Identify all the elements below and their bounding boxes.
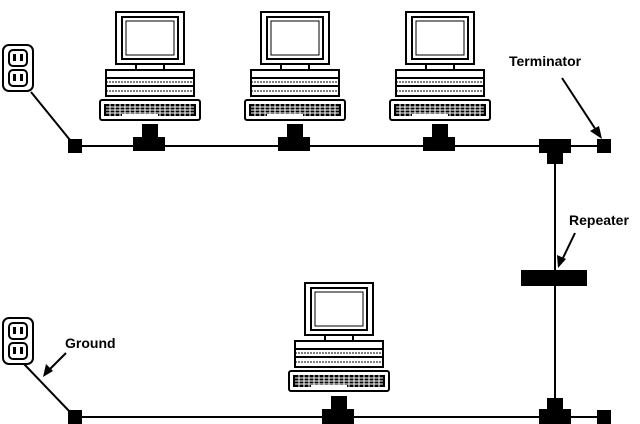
wall-outlet-top [2,44,34,92]
repeater-label: Repeater [569,212,629,228]
terminator-arrowhead [590,126,602,139]
computer-icon-2 [244,11,346,121]
t-connector-icon-3 [423,124,455,151]
t-connector-icon-1 [133,124,165,151]
computer-icon-1 [99,11,201,121]
ground-arrow [49,352,67,370]
repeater-arrowhead [557,255,566,268]
computer-icon-3 [389,11,491,121]
t-connector-icon-junction-bottom [539,398,571,424]
ground-wire-top [30,91,71,141]
terminator-icon-bottom-right [597,410,611,424]
t-connector-icon-junction-top [539,139,571,164]
ground-label: Ground [65,335,116,351]
repeater-icon [521,270,587,286]
terminator-icon-top-left [68,139,82,153]
t-connector-icon-4 [322,396,354,424]
computer-icon-4 [288,282,390,392]
ground-wire-bottom [23,363,71,413]
ground-arrowhead [43,364,53,377]
terminator-icon-bottom-left [68,410,82,424]
wall-outlet-bottom [2,317,34,365]
t-connector-icon-2 [278,124,310,151]
terminator-icon-top-right [597,139,611,153]
terminator-label: Terminator [509,53,582,69]
repeater-arrow [561,232,576,261]
terminator-arrow [561,77,597,131]
